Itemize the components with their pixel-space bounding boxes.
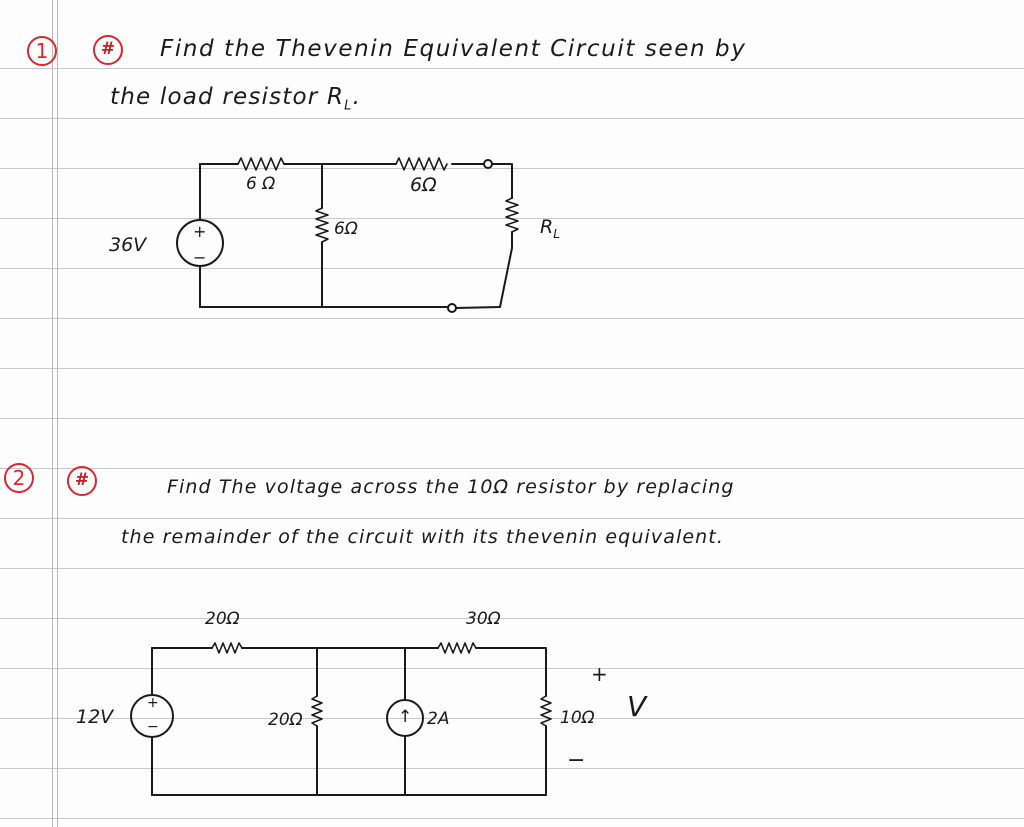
circuit-1-load-label-sub: L [553, 226, 560, 241]
margin-line [52, 0, 53, 827]
circuit-1-load-label: RL [540, 218, 560, 240]
circuit-1-resistor-shunt [315, 207, 329, 243]
margin-line [57, 0, 58, 827]
circuit-2-resistor-series-2 [437, 642, 477, 654]
circuit-1-resistor-top-left-label: 6 Ω [246, 174, 276, 194]
circuit-1-load-resistor [505, 197, 519, 233]
problem-2-text-line2: the remainder of the circuit with its th… [121, 526, 724, 548]
circuit-1-load-label-main: R [540, 216, 554, 238]
circuit-2-resistor-load-label: 10Ω [560, 708, 595, 728]
circuit-2-output-plus: + [591, 662, 608, 686]
circuit-2-output-v: V [627, 690, 647, 723]
circuit-1-wire [499, 231, 513, 308]
problem-1-text-line2-main: the load resistor R [110, 84, 345, 110]
problem-2-scribble: # [67, 466, 97, 496]
circuit-1-resistor-top-right [395, 157, 448, 171]
problem-2-text-line1: Find The voltage across the 10Ω resistor… [167, 476, 735, 498]
circuit-1-wire [491, 163, 513, 199]
circuit-1-wire [455, 306, 501, 309]
circuit-2-resistor-series-2-label: 30Ω [466, 609, 501, 629]
problem-1-scribble: # [93, 35, 123, 65]
circuit-1-source-minus: − [193, 248, 207, 267]
circuit-2-resistor-series-1-label: 20Ω [205, 609, 240, 629]
circuit-1-resistor-shunt-label: 6Ω [334, 219, 358, 239]
circuit-1-source-voltage: 36V [109, 234, 147, 256]
circuit-2-output-minus: − [567, 748, 586, 773]
circuit-2-resistor-shunt [311, 695, 323, 727]
circuit-1-resistor-top-right-label: 6Ω [410, 174, 437, 196]
circuit-2-source-minus: − [147, 719, 159, 735]
circuit-2-source-plus: + [147, 695, 159, 711]
circuit-2-resistor-load [540, 695, 552, 727]
problem-2-number: 2 [4, 463, 34, 493]
circuit-2-source-voltage: 12V [76, 706, 114, 728]
circuit-2-current-source-label: 2A [427, 709, 450, 729]
problem-1-text-line2-sub: L [344, 98, 353, 114]
circuit-2-resistor-series-1 [211, 642, 243, 654]
problem-1-text-line1: Find the Thevenin Equivalent Circuit see… [160, 36, 747, 62]
circuit-2-wire [475, 647, 547, 697]
problem-1-text-line2: the load resistor RL. [110, 86, 361, 113]
circuit-1-source-plus: + [193, 222, 207, 241]
circuit-1-resistor-top-left [237, 157, 285, 171]
circuit-2-current-arrow-icon: ↑ [398, 707, 413, 727]
problem-1-text-line2-end: . [352, 84, 362, 110]
problem-1-number: 1 [27, 36, 57, 66]
circuit-2-resistor-shunt-label: 20Ω [268, 710, 303, 730]
